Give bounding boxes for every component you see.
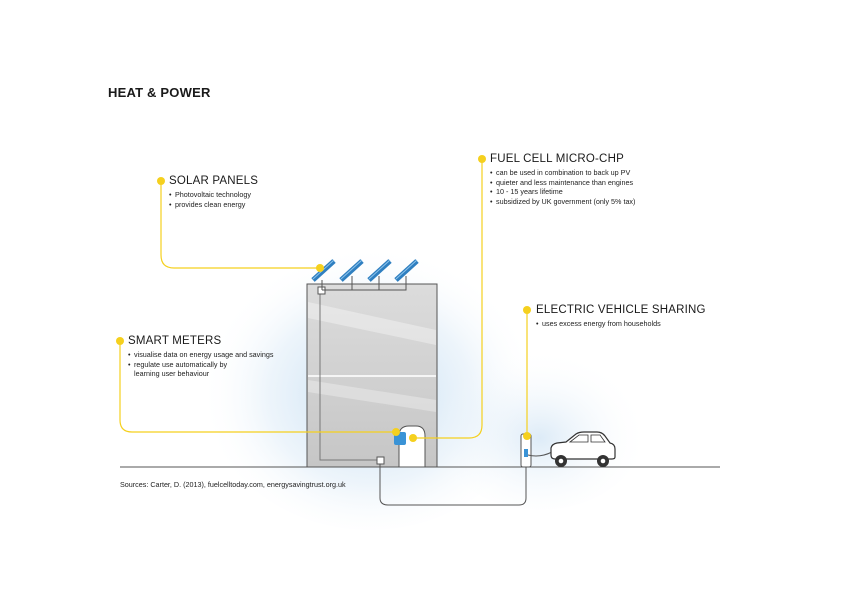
callout-fuel-cell: FUEL CELL MICRO-CHP can be used in combi…	[490, 153, 635, 206]
callout-bullet: provides clean energy	[169, 200, 258, 210]
callout-ev-sharing: ELECTRIC VEHICLE SHARING uses excess ene…	[536, 304, 706, 329]
callout-bullet: visualise data on energy usage and savin…	[128, 350, 273, 360]
solar-panel	[339, 259, 364, 282]
callout-smart-meters: SMART METERS visualise data on energy us…	[128, 335, 273, 379]
callout-solar-panels: SOLAR PANELS Photovoltaic technology pro…	[169, 175, 258, 209]
callout-bullet: subsidized by UK government (only 5% tax…	[490, 197, 635, 207]
page-title: HEAT & POWER	[108, 85, 211, 100]
callout-dot-fuel-cell	[478, 155, 486, 163]
underground-cable	[379, 464, 527, 506]
target-dot-ev	[523, 432, 531, 440]
callout-bullet: can be used in combination to back up PV	[490, 168, 635, 178]
callout-bullet: regulate use automatically by learning u…	[128, 360, 273, 379]
callout-bullet: uses excess energy from households	[536, 319, 706, 329]
solar-panel-array	[311, 259, 419, 291]
callout-heading: FUEL CELL MICRO-CHP	[490, 153, 624, 165]
callout-bullet: 10 - 15 years lifetime	[490, 187, 635, 197]
target-dot-solar	[316, 264, 324, 272]
charging-station	[520, 433, 553, 468]
solar-panel	[394, 259, 419, 282]
leader-line-fuel-cell	[413, 159, 483, 439]
callout-dot-ev	[523, 306, 531, 314]
target-dot-fuel-cell	[409, 434, 417, 442]
leader-line-smart-meters	[119, 341, 396, 433]
solar-panel	[311, 259, 336, 282]
callout-bullet: quieter and less maintenance than engine…	[490, 178, 635, 188]
energy-glow-car	[430, 330, 650, 510]
callout-heading: SMART METERS	[128, 335, 222, 347]
callout-dot-solar	[157, 177, 165, 185]
leader-line-solar	[160, 181, 320, 269]
electric-car	[550, 431, 616, 467]
target-dot-smart-meters	[392, 428, 400, 436]
sources-note: Sources: Carter, D. (2013), fuelcelltoda…	[120, 480, 346, 489]
callout-bullet: Photovoltaic technology	[169, 190, 258, 200]
callout-heading: ELECTRIC VEHICLE SHARING	[536, 304, 706, 316]
callout-heading: SOLAR PANELS	[169, 175, 259, 187]
callout-dot-smart-meters	[116, 337, 124, 345]
solar-panel	[367, 259, 392, 282]
